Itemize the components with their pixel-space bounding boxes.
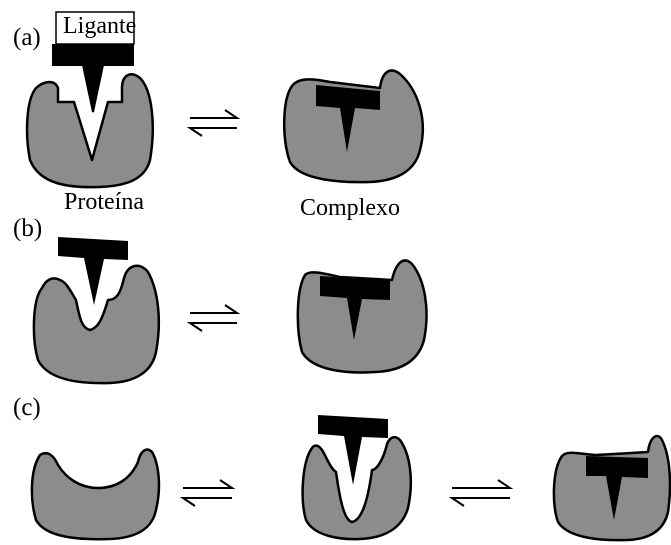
panel-b-ligand-shape bbox=[58, 237, 128, 305]
panel-c-protein-open-shape bbox=[30, 448, 161, 541]
panel-a-label: (a) bbox=[13, 24, 41, 51]
panel-c-equilibrium-icon-1 bbox=[179, 479, 236, 507]
panel-a-equilibrium-icon bbox=[186, 109, 241, 137]
panel-c-equilibrium-icon-2 bbox=[448, 479, 514, 507]
panel-a-ligand-label-box bbox=[55, 11, 135, 45]
panel-a-ligand-shape bbox=[52, 44, 134, 113]
panel-b-group bbox=[32, 237, 428, 385]
panel-a-complex-ligand-shape bbox=[316, 85, 380, 152]
panel-b-protein-shape bbox=[32, 264, 161, 385]
panel-a-protein-shape bbox=[25, 73, 155, 189]
panel-c-group bbox=[30, 415, 671, 542]
complex-label: Complexo bbox=[300, 195, 400, 221]
protein-label: Proteína bbox=[64, 189, 144, 215]
panel-b-complex-protein-shape bbox=[296, 259, 428, 374]
panel-c-ligand-shape bbox=[318, 415, 388, 485]
panel-b-label: (b) bbox=[13, 215, 43, 242]
panel-a-group bbox=[25, 11, 424, 189]
panel-b-equilibrium-icon bbox=[186, 304, 241, 332]
ligand-label: Ligante bbox=[63, 13, 137, 39]
panel-a-complex-protein-shape bbox=[282, 69, 424, 184]
panel-c-complex-ligand-shape bbox=[586, 456, 648, 520]
panel-b-complex-ligand-shape bbox=[320, 276, 390, 340]
panel-c-protein-selected-shape bbox=[301, 436, 413, 541]
panel-c-label: (c) bbox=[13, 394, 41, 421]
